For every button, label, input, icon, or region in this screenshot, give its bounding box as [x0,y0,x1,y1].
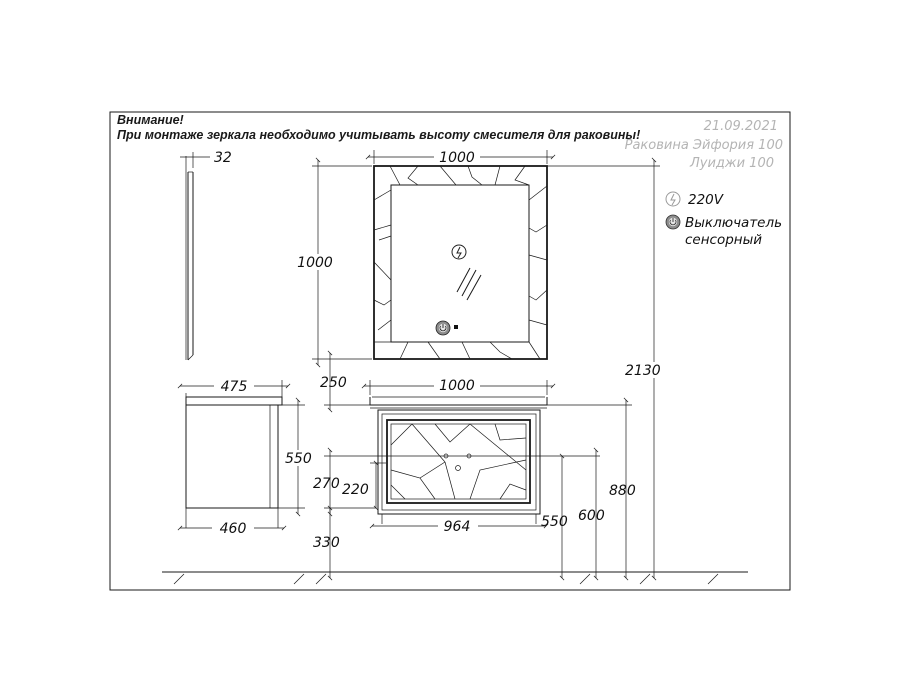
product-name-2: Луиджи 100 [689,156,774,171]
mirror-front-view [373,165,548,360]
dim-mirror-depth: 32 [214,150,232,166]
dim-cabinet-top-depth: 475 [221,379,248,395]
dim-drawer-height: 270 [313,476,340,492]
warning-text: При монтаже зеркала необходимо учитывать… [117,128,640,142]
switch-label-1: Выключатель [685,215,782,231]
dim-cabinet-bottom-depth: 460 [220,521,247,537]
cabinet-front-view [324,396,600,524]
dim-gap-mirror-cabinet: 250 [320,375,347,391]
mirror-power-icon [451,244,467,260]
dim-total-height: 2130 [625,363,661,379]
floor-line [162,571,748,585]
dim-mirror-width: 1000 [439,150,475,166]
power-button-icon [665,214,681,230]
dim-cabinet-height: 550 [541,514,568,530]
drawing-frame [109,111,791,591]
dim-countertop-height: 880 [609,483,636,499]
mirror-side-view [180,152,210,361]
dim-drawer-inner-height: 220 [342,482,369,498]
dim-floor-clearance: 330 [313,535,340,551]
switch-label-2: сенсорный [685,232,762,248]
dim-mirror-height: 1000 [297,255,333,271]
product-name-1: Раковина Эйфория 100 [625,138,783,153]
dim-sink-width: 1000 [439,378,475,394]
power-label: 220V [688,192,725,208]
date-label: 21.09.2021 [704,119,778,134]
dim-cabinet-front-height: 550 [285,451,312,467]
mirror-switch-icon [435,320,458,336]
lightning-circle-icon [665,191,681,207]
warning-title: Внимание! [117,113,184,127]
dim-cabinet-width: 964 [444,519,471,535]
dim-cabinet-body-height: 600 [578,508,605,524]
cabinet-side-view [185,380,283,528]
